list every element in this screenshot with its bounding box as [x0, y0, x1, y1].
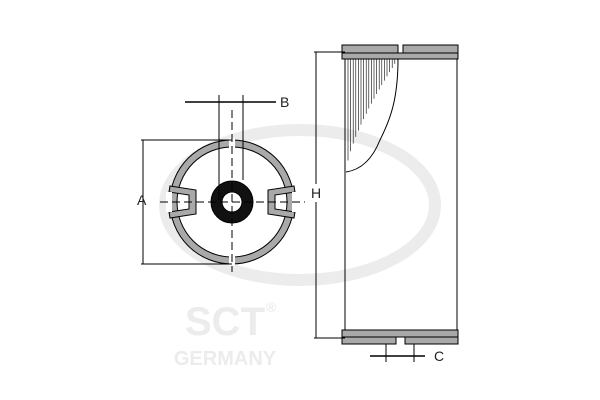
watermark-logo: SCT GERMANY ®	[174, 299, 277, 370]
watermark-registered: ®	[266, 299, 277, 315]
side-view	[314, 44, 459, 362]
dimension-h-label: H	[311, 185, 321, 201]
filter-pleats	[347, 59, 398, 161]
front-view	[141, 95, 305, 272]
dimension-b-label: B	[280, 94, 289, 110]
watermark-subtitle: GERMANY	[174, 348, 277, 370]
dimension-a-label: A	[137, 192, 147, 208]
watermark-brand: SCT	[185, 300, 265, 344]
watermark-ring	[159, 124, 441, 286]
dimension-c-label: C	[434, 348, 444, 364]
